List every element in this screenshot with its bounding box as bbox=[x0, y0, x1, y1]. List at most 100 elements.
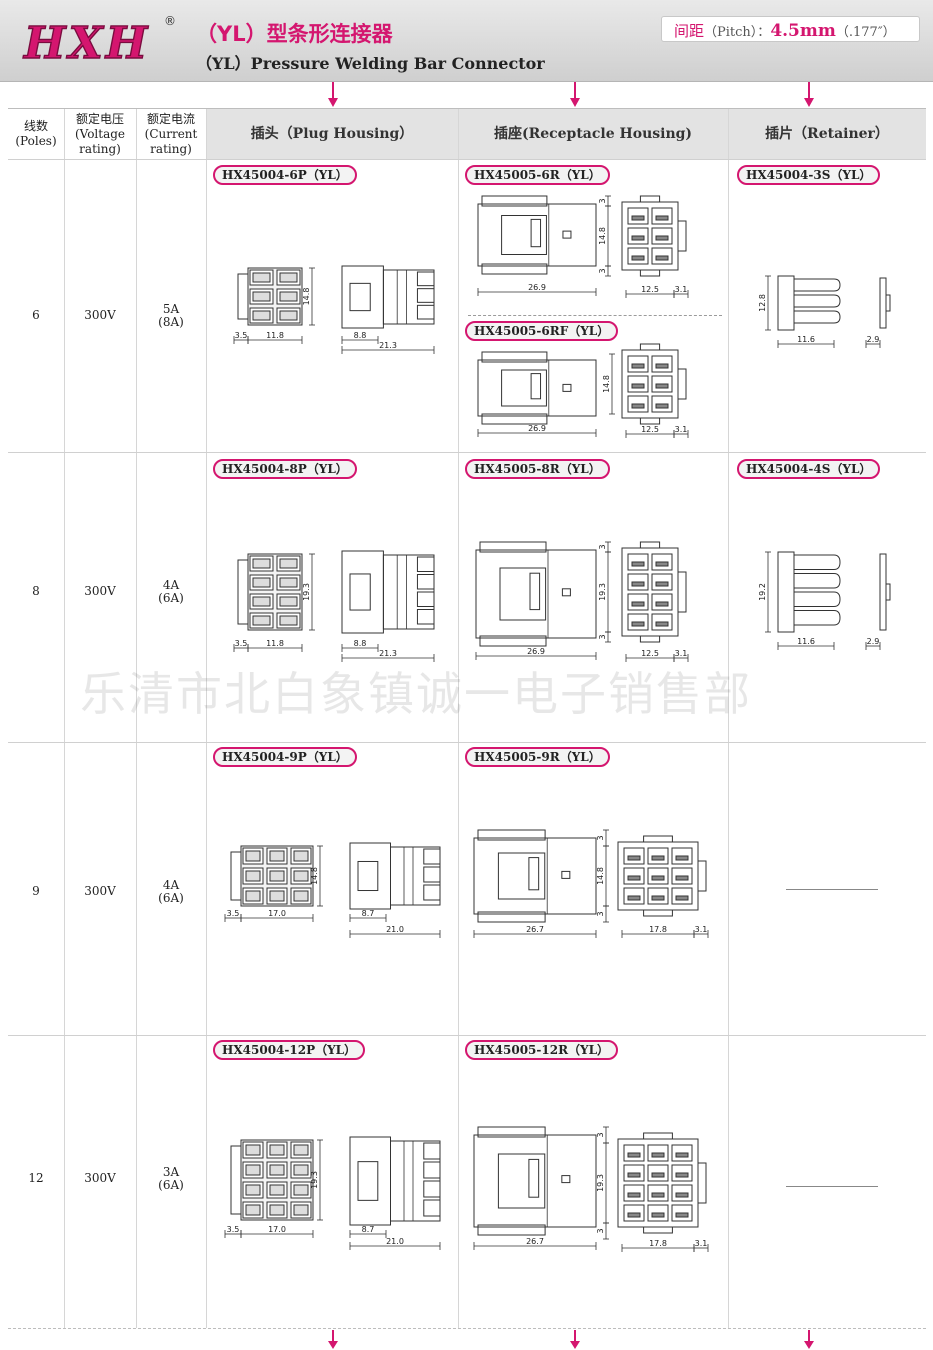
retainer-not-applicable bbox=[786, 889, 878, 890]
row-current: 4A(6A) bbox=[158, 578, 184, 605]
down-arrow-icon bbox=[570, 82, 580, 107]
dimension-label: 17.0 bbox=[268, 1225, 286, 1234]
dimension-label: 21.3 bbox=[379, 649, 397, 658]
pitch-inch: （.177″） bbox=[835, 25, 896, 40]
dimension-label: 3 bbox=[598, 198, 607, 203]
pitch-box: 间距（Pitch）：4.5mm（.177″） bbox=[661, 16, 920, 42]
part-tag-retainer: HX45004-3S（YL） bbox=[737, 165, 881, 185]
part-tag-retainer: HX45004-4S（YL） bbox=[737, 459, 881, 479]
dimension-label: 11.8 bbox=[266, 331, 284, 340]
dimension-label: 14.8 bbox=[310, 867, 319, 885]
dimension-label: 26.7 bbox=[526, 1237, 544, 1246]
hxh-logo: HXH bbox=[22, 17, 150, 69]
down-arrow-icon bbox=[804, 1330, 814, 1349]
row-poles: 8 bbox=[32, 584, 40, 598]
dimension-label: 3.1 bbox=[675, 285, 688, 294]
dashed-separator bbox=[468, 315, 722, 316]
dimension-label: 12.5 bbox=[641, 285, 659, 294]
dimension-label: 3 bbox=[596, 1228, 605, 1233]
dimension-label: 12.8 bbox=[758, 294, 767, 312]
dimension-label: 11.6 bbox=[797, 637, 815, 646]
row-poles: 9 bbox=[32, 884, 40, 898]
dimension-label: 17.8 bbox=[649, 925, 667, 934]
dimension-label: 3.5 bbox=[227, 909, 240, 918]
dimension-label: 14.8 bbox=[598, 227, 607, 245]
down-arrow-icon bbox=[804, 82, 814, 107]
dimension-label: 11.6 bbox=[797, 335, 815, 344]
dimension-label: 19.3 bbox=[310, 1171, 319, 1189]
dimension-label: 19.3 bbox=[302, 583, 311, 601]
dimension-label: 19.3 bbox=[596, 1174, 605, 1192]
row-voltage: 300V bbox=[84, 1171, 116, 1185]
part-tag-plug: HX45004-9P（YL） bbox=[213, 747, 357, 767]
dimension-label: 3.1 bbox=[675, 649, 688, 658]
dimension-label: 14.8 bbox=[302, 288, 311, 306]
dimension-label: 21.0 bbox=[386, 1237, 404, 1246]
dimension-label: 3 bbox=[596, 1132, 605, 1137]
dimension-label: 2.9 bbox=[867, 335, 880, 344]
pitch-value: 4.5mm bbox=[770, 21, 836, 41]
dimension-label: 21.0 bbox=[386, 925, 404, 934]
connector-table: 线数 (Poles) 额定电压 (Voltage rating) 额定电流 (C… bbox=[8, 108, 926, 1329]
row-current: 4A(6A) bbox=[158, 878, 184, 905]
dimension-label: 8.7 bbox=[362, 909, 375, 918]
dimension-label: 12.5 bbox=[641, 649, 659, 658]
dimension-label: 3 bbox=[598, 268, 607, 273]
row-current: 3A(6A) bbox=[158, 1165, 184, 1192]
header-receptacle: 插座(Receptacle Housing) bbox=[493, 126, 693, 142]
dimension-label: 3.5 bbox=[235, 331, 248, 340]
dimension-label: 17.8 bbox=[649, 1239, 667, 1248]
pitch-label-en: （Pitch）： bbox=[704, 25, 771, 40]
row-voltage: 300V bbox=[84, 884, 116, 898]
title-chinese: （YL）型条形连接器 bbox=[196, 22, 393, 46]
dimension-label: 19.2 bbox=[758, 583, 767, 601]
part-tag-receptacle: HX45005-8R（YL） bbox=[465, 459, 610, 479]
dimension-label: 14.8 bbox=[596, 867, 605, 885]
dimension-label: 26.9 bbox=[528, 283, 546, 292]
table-header-bg bbox=[206, 109, 926, 159]
dimension-label: 26.7 bbox=[526, 925, 544, 934]
dimension-label: 12.5 bbox=[641, 425, 659, 434]
header-voltage: 额定电压 (Voltage rating) bbox=[74, 112, 126, 156]
dimension-label: 21.3 bbox=[379, 341, 397, 350]
dimension-label: 3 bbox=[596, 911, 605, 916]
row-poles: 6 bbox=[32, 308, 40, 322]
dimension-label: 3 bbox=[598, 634, 607, 639]
part-tag-plug: HX45004-6P（YL） bbox=[213, 165, 357, 185]
dimension-label: 19.3 bbox=[598, 583, 607, 601]
part-tag-receptacle: HX45005-6R（YL） bbox=[465, 165, 610, 185]
dimension-label: 26.9 bbox=[527, 647, 545, 656]
header-retainer: 插片（Retainer） bbox=[765, 126, 889, 142]
part-tag-plug: HX45004-8P（YL） bbox=[213, 459, 357, 479]
dimension-label: 3.1 bbox=[695, 925, 708, 934]
dimension-label: 8.8 bbox=[354, 331, 367, 340]
dimension-label: 11.8 bbox=[266, 639, 284, 648]
dimension-label: 8.8 bbox=[354, 639, 367, 648]
dimension-label: 26.9 bbox=[528, 424, 546, 433]
dimension-label: 3.5 bbox=[235, 639, 248, 648]
dimension-label: 14.8 bbox=[602, 375, 611, 393]
part-tag-receptacle-alt: HX45005-6RF（YL） bbox=[465, 321, 619, 341]
down-arrow-icon bbox=[328, 1330, 338, 1349]
part-tag-plug: HX45004-12P（YL） bbox=[213, 1040, 366, 1060]
pitch-label-cn: 间距 bbox=[674, 22, 705, 40]
header-poles: 线数 (Poles) bbox=[15, 119, 57, 148]
page-header: HXH ® （YL）型条形连接器 （YL）Pressure Welding Ba… bbox=[0, 0, 933, 82]
dimension-label: 3.1 bbox=[695, 1239, 708, 1248]
dimension-label: 3 bbox=[598, 544, 607, 549]
header-current: 额定电流 (Current rating) bbox=[144, 112, 198, 156]
row-poles: 12 bbox=[28, 1171, 44, 1185]
dimension-label: 3.5 bbox=[227, 1225, 240, 1234]
down-arrow-icon bbox=[570, 1330, 580, 1349]
row-voltage: 300V bbox=[84, 584, 116, 598]
part-tag-receptacle: HX45005-9R（YL） bbox=[465, 747, 610, 767]
dimension-label: 2.9 bbox=[867, 637, 880, 646]
dimension-label: 17.0 bbox=[268, 909, 286, 918]
svg-text:HXH: HXH bbox=[22, 18, 150, 69]
header-plug: 插头（Plug Housing） bbox=[250, 126, 414, 142]
retainer-not-applicable bbox=[786, 1186, 878, 1187]
dimension-label: 3 bbox=[596, 835, 605, 840]
part-tag-receptacle: HX45005-12R（YL） bbox=[465, 1040, 619, 1060]
row-current: 5A(8A) bbox=[158, 302, 184, 329]
